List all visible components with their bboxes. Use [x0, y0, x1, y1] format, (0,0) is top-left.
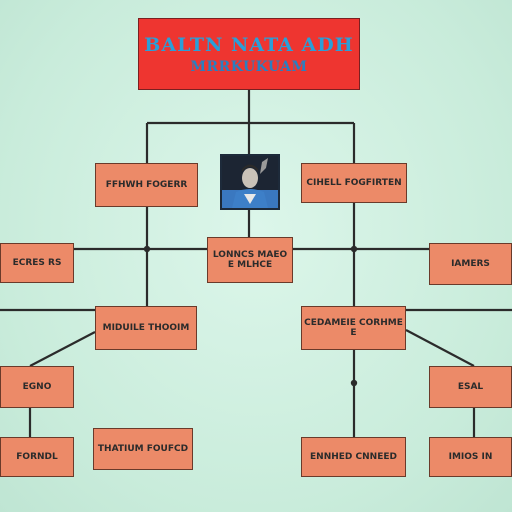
- node-label: THATIUM FOUFCD: [97, 444, 189, 454]
- connector-line: [405, 329, 475, 367]
- node-label: LONNCS MAEOE MLHCE: [212, 250, 288, 270]
- node-bottom-4: IMIOS IN: [429, 437, 512, 477]
- node-mid-right: CIHELL FOGFIRTEN: [301, 163, 407, 203]
- node-mid-left: FFHWH FOGERR: [95, 163, 198, 207]
- node-bottom-2: THATIUM FOUFCD: [93, 428, 193, 470]
- node-right-edge: IAMERS: [429, 243, 512, 285]
- node-left-edge: ECRES RS: [0, 243, 74, 283]
- connector-line: [29, 331, 96, 367]
- title-box: BALTN NATA ADH MRRKUKUAM: [138, 18, 360, 90]
- node-bottom-3: ENNHED CNNEED: [301, 437, 406, 477]
- node-label: FFHWH FOGERR: [105, 180, 188, 190]
- node-label: IMIOS IN: [448, 452, 493, 462]
- person-icon: [222, 156, 278, 208]
- connector-dot: [350, 379, 358, 387]
- node-label: EGNO: [22, 382, 52, 392]
- node-lower-left: MIDUILE THOOIM: [95, 306, 197, 350]
- portrait-photo: [220, 154, 280, 210]
- node-far-left: EGNO: [0, 366, 74, 408]
- node-label: ECRES RS: [12, 258, 62, 268]
- node-label: MIDUILE THOOIM: [102, 323, 190, 333]
- node-bottom-1: FORNDL: [0, 437, 74, 477]
- title-line-1: BALTN NATA ADH: [144, 33, 354, 56]
- node-label: IAMERS: [451, 259, 490, 269]
- node-label: ESAL: [457, 382, 484, 392]
- node-label: CIHELL FOGFIRTEN: [306, 178, 402, 188]
- node-label: CEDAMEIE CORHMEE: [304, 318, 403, 338]
- title-line-2: MRRKUKUAM: [190, 58, 308, 75]
- connector-dot: [350, 245, 358, 253]
- connector-dot: [143, 245, 151, 253]
- node-center: LONNCS MAEOE MLHCE: [207, 237, 293, 283]
- node-label: FORNDL: [16, 452, 58, 462]
- node-lower-right: CEDAMEIE CORHMEE: [301, 306, 406, 350]
- node-label: ENNHED CNNEED: [310, 452, 397, 462]
- node-far-right: ESAL: [429, 366, 512, 408]
